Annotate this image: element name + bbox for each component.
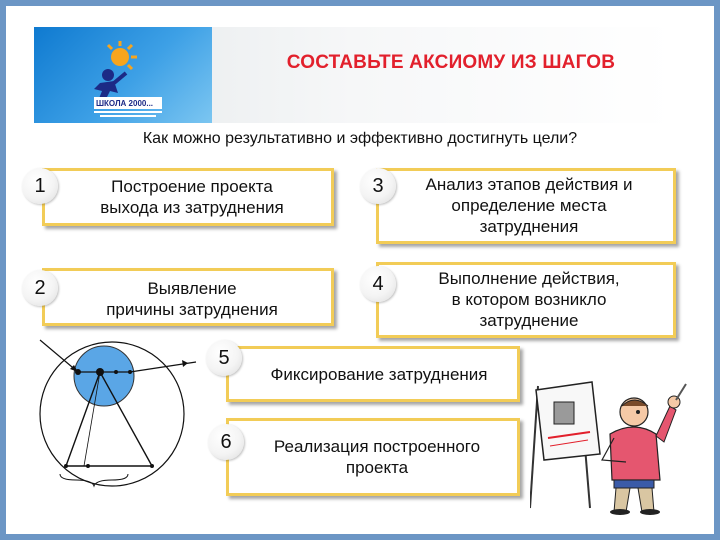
step-number-3: 3 xyxy=(360,168,396,204)
step-3-line-3: затруднения xyxy=(479,217,579,236)
step-number-6: 6 xyxy=(208,424,244,460)
step-box-4 xyxy=(376,262,676,338)
step-4-line-2: в котором возникло xyxy=(451,290,607,309)
step-text-2: Выявление причины затруднения xyxy=(60,278,324,320)
step-box-6 xyxy=(226,418,520,496)
page-title: СОСТАВЬТЕ АКСИОМУ ИЗ ШАГОВ xyxy=(286,52,616,73)
logo-text: ШКОЛА 2000... xyxy=(96,99,153,108)
step-1-line-1: Построение проекта xyxy=(111,177,273,196)
step-text-1: Построение проекта выхода из затруднения xyxy=(60,176,324,218)
step-number-2: 2 xyxy=(22,270,58,306)
question-text: Как можно результативно и эффективно дос… xyxy=(142,130,578,147)
step-4-line-1: Выполнение действия, xyxy=(438,269,620,288)
step-text-4: Выполнение действия, в котором возникло … xyxy=(392,268,666,331)
step-box-1 xyxy=(42,168,334,226)
step-6-line-2: проекта xyxy=(345,458,409,477)
step-4-line-3: затруднение xyxy=(479,311,579,330)
step-5-line-1: Фиксирование затруднения xyxy=(270,365,488,384)
step-1-line-2: выхода из затруднения xyxy=(100,198,284,217)
step-3-line-1: Анализ этапов действия и xyxy=(425,175,633,194)
step-text-6: Реализация построенного проекта xyxy=(246,436,508,478)
step-box-3 xyxy=(376,168,676,244)
step-2-line-2: причины затруднения xyxy=(106,300,278,319)
step-number-1: 1 xyxy=(22,168,58,204)
goal-path-diagram-icon xyxy=(36,338,206,503)
step-number-4: 4 xyxy=(360,266,396,302)
step-number-5: 5 xyxy=(206,340,242,376)
step-2-line-1: Выявление xyxy=(147,279,237,298)
thinking-man-easel-icon xyxy=(529,376,690,521)
step-6-line-1: Реализация построенного xyxy=(273,437,481,456)
step-box-2 xyxy=(42,268,334,326)
step-text-5: Фиксирование затруднения xyxy=(242,364,516,385)
school-2000-logo: ШКОЛА 2000... xyxy=(34,27,212,123)
logo-graphic-icon: ШКОЛА 2000... xyxy=(94,41,162,117)
step-box-5 xyxy=(226,346,520,402)
step-3-line-2: определение места xyxy=(451,196,607,215)
step-text-3: Анализ этапов действия и определение мес… xyxy=(392,174,666,237)
